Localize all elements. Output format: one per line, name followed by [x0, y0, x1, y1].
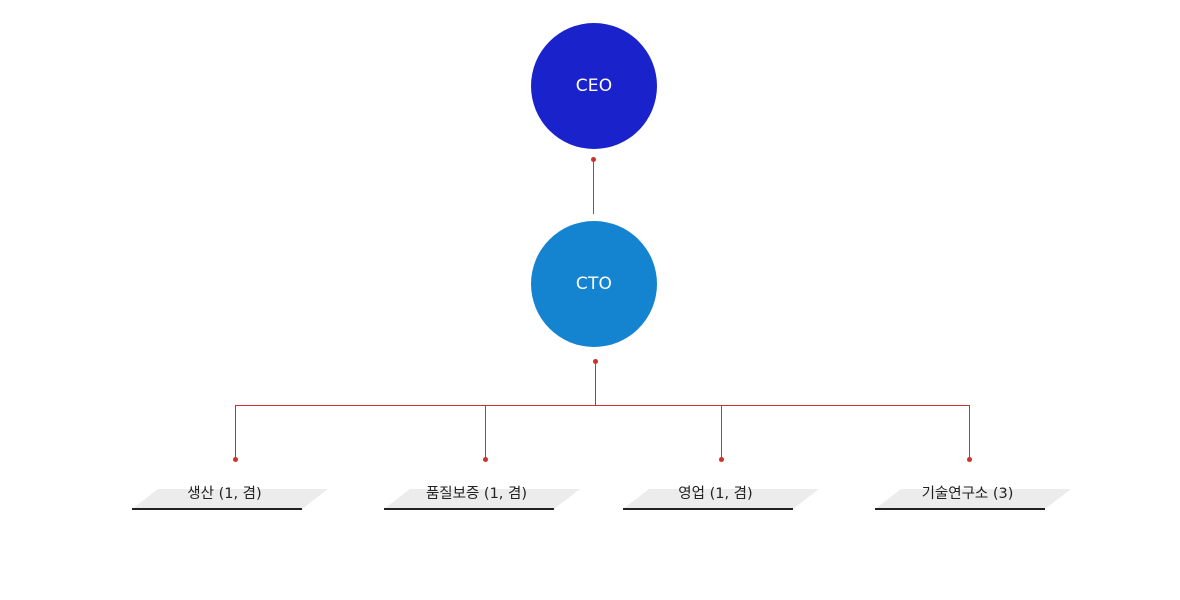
department-plate [623, 489, 819, 509]
department-underline [875, 508, 1045, 510]
department-drop-dot [483, 457, 488, 462]
department-plate [384, 489, 580, 509]
department-underline [132, 508, 302, 510]
department-drop-connector [235, 405, 236, 459]
department-underline [384, 508, 554, 510]
department-label: 기술연구소 (3) [921, 486, 1014, 502]
cto-trunk-connector [595, 362, 596, 405]
department-drop-connector [969, 405, 970, 459]
department-production: 생산 (1, 겸) [132, 486, 332, 511]
department-drop-dot [719, 457, 724, 462]
department-drop-connector [721, 405, 722, 459]
ceo-node: CEO [531, 23, 657, 149]
cto-node: CTO [531, 221, 657, 347]
department-underline [623, 508, 793, 510]
department-research-lab: 기술연구소 (3) [875, 486, 1075, 511]
department-sales: 영업 (1, 겸) [623, 486, 823, 511]
ceo-cto-connector [593, 160, 594, 214]
department-plate [875, 489, 1071, 509]
cto-connector-dot [593, 359, 598, 364]
cto-label: CTO [575, 274, 613, 294]
department-quality-assurance: 품질보증 (1, 겸) [384, 486, 584, 511]
department-bus-connector [235, 405, 970, 406]
department-label: 생산 (1, 겸) [187, 486, 262, 502]
department-plate [132, 489, 328, 509]
department-drop-connector [485, 405, 486, 459]
ceo-connector-dot [591, 157, 596, 162]
department-label: 품질보증 (1, 겸) [425, 486, 528, 502]
department-drop-dot [967, 457, 972, 462]
department-label: 영업 (1, 겸) [678, 486, 753, 502]
department-drop-dot [233, 457, 238, 462]
ceo-label: CEO [575, 76, 613, 96]
